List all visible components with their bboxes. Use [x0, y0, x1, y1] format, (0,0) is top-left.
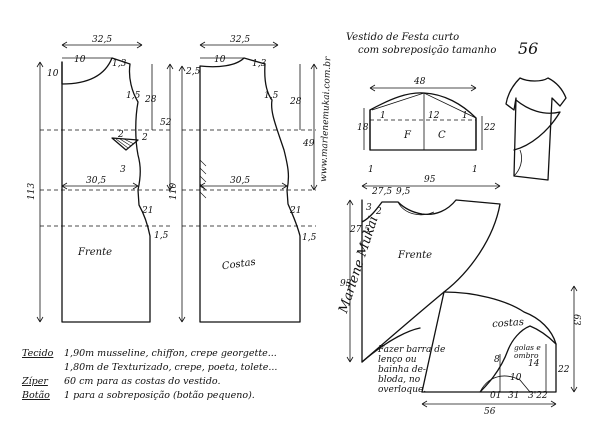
sleeve-cap-left: 1 [380, 111, 386, 121]
overlay-bottom-width: 56 [484, 407, 496, 417]
overlay-outline [361, 199, 557, 393]
overlay-curve-8: 8 [494, 355, 500, 365]
overlay-piece: 95 27,5 9,5 3 27,5 2 93 63 56 22 8 10 14… [340, 175, 581, 417]
front-neck-width: 10 [74, 55, 86, 65]
sleeve-front-label: F [403, 130, 412, 141]
front-dart-point: 2 [141, 133, 148, 143]
materials-notes: Tecido 1,90m musseline, chiffon, crepe g… [21, 348, 277, 401]
back-hip-side: 1,5 [302, 233, 317, 243]
back-waist-width: 30,5 [230, 176, 250, 186]
watermark-url: www.marlenemukai.com.br [319, 56, 333, 182]
back-length: 110 [169, 183, 179, 200]
svg-text:golas e: golas e [514, 343, 541, 352]
overlay-neck-small: 2 [375, 207, 382, 217]
back-shoulder-drop: 1,3 [252, 59, 267, 69]
sleeve-width: 48 [413, 77, 426, 87]
front-armhole-depth: 28 [144, 95, 157, 105]
title-size: 56 [518, 39, 538, 58]
back-waist-depth: 49 [302, 139, 315, 149]
front-width-label: 32,5 [92, 35, 112, 45]
overlay-neck-a: 27,5 [371, 187, 392, 197]
front-dart-width: 2 [117, 130, 124, 140]
back-armhole-left: 1,5 [264, 91, 279, 101]
note-value-zipper: 60 cm para as costas do vestido. [64, 376, 220, 387]
overlay-left-height: 93 [340, 279, 352, 289]
svg-text:bainha de-: bainha de- [378, 365, 426, 375]
back-width-label: 32,5 [230, 35, 250, 45]
front-waist-width: 30,5 [86, 176, 106, 186]
svg-text:overloque.: overloque. [378, 385, 426, 395]
back-outline [199, 57, 301, 323]
back-armhole-depth: 28 [289, 97, 302, 107]
front-label: Frente [77, 247, 112, 258]
sleeve-outline [369, 92, 477, 151]
overlay-neck-c: 3 [366, 203, 372, 213]
svg-text:ombro: ombro [514, 351, 539, 360]
front-outline [61, 57, 151, 323]
back-neck-depth: 2,5 [185, 67, 201, 77]
front-dart [111, 137, 139, 151]
zipper-mark [199, 159, 207, 199]
overlay-front-label: Frente [397, 250, 432, 261]
overlay-bottom-31: 31 [508, 391, 519, 401]
title-block: Vestido de Festa curto com sobreposição … [346, 32, 538, 58]
title-line2: com sobreposição tamanho [358, 45, 496, 56]
sleeve-center: 12 [428, 111, 440, 121]
title-line1: Vestido de Festa curto [346, 32, 459, 43]
front-neck-depth: 10 [47, 69, 59, 79]
front-hip-depth: 21 [141, 206, 153, 216]
overlay-bottom-right: 22 [557, 365, 570, 375]
front-piece: 32,5 10 10 1,3 1,5 28 52 2 3 2 30,5 21 1… [27, 35, 174, 323]
overlay-right-height: 63 [571, 314, 581, 326]
overlay-top-width: 95 [424, 175, 436, 185]
svg-text:bloda, no: bloda, no [378, 375, 421, 385]
note-key-button: Botão [21, 390, 50, 401]
overlay-curve-10: 10 [510, 373, 522, 383]
note-value-fabric: 1,90m musseline, chiffon, crepe georgett… [64, 348, 277, 359]
overlay-bottom-322: 3'22 [528, 391, 548, 401]
note-value-fabric-2: 1,80m de Texturizado, crepe, poeta, tole… [64, 362, 277, 373]
sleeve-fold-right: 1 [472, 165, 478, 175]
overlay-curve-14: 14 [528, 359, 540, 369]
overlay-back-label: costas [492, 317, 525, 330]
back-neck-width: 10 [214, 55, 226, 65]
front-shoulder-drop: 1,3 [112, 59, 127, 69]
overlay-bottom-01: 01 [490, 391, 501, 401]
front-hip-side: 1,5 [154, 231, 169, 241]
back-piece: 32,5 10 2,5 1,3 1,5 28 49 30,5 21 1,5 11… [169, 35, 318, 323]
sleeve-cap-right: 1 [462, 111, 468, 121]
sleeve-piece: 48 18 22 F C 12 1 1 1 1 [357, 77, 496, 175]
note-key-zipper: Zíper [21, 376, 49, 387]
front-length: 113 [27, 183, 37, 200]
front-bust-depth: 52 [160, 118, 172, 128]
front-armhole-left: 1,5 [126, 91, 141, 101]
svg-text:lenço ou: lenço ou [378, 355, 417, 365]
svg-text:Fazer barra de: Fazer barra de [377, 345, 445, 355]
sleeve-back-label: C [438, 130, 446, 141]
note-value-button: 1 para a sobreposição (botão pequeno). [64, 390, 255, 401]
sleeve-fold-left: 1 [368, 165, 374, 175]
back-hip-depth: 21 [289, 206, 301, 216]
overlay-neck-depth: 27,5 [349, 225, 370, 235]
sleeve-right-height: 22 [483, 123, 496, 133]
front-dart-small: 3 [120, 165, 126, 175]
dress-sketch-illustration [505, 77, 567, 181]
note-key-fabric: Tecido [22, 348, 54, 359]
sleeve-left-height: 18 [357, 123, 369, 133]
overlay-note-right: golas e ombro [514, 343, 541, 360]
overlay-note-left: Fazer barra de lenço ou bainha de- bloda… [377, 345, 445, 395]
overlay-neck-b: 9,5 [396, 187, 411, 197]
back-label: Costas [221, 257, 256, 273]
